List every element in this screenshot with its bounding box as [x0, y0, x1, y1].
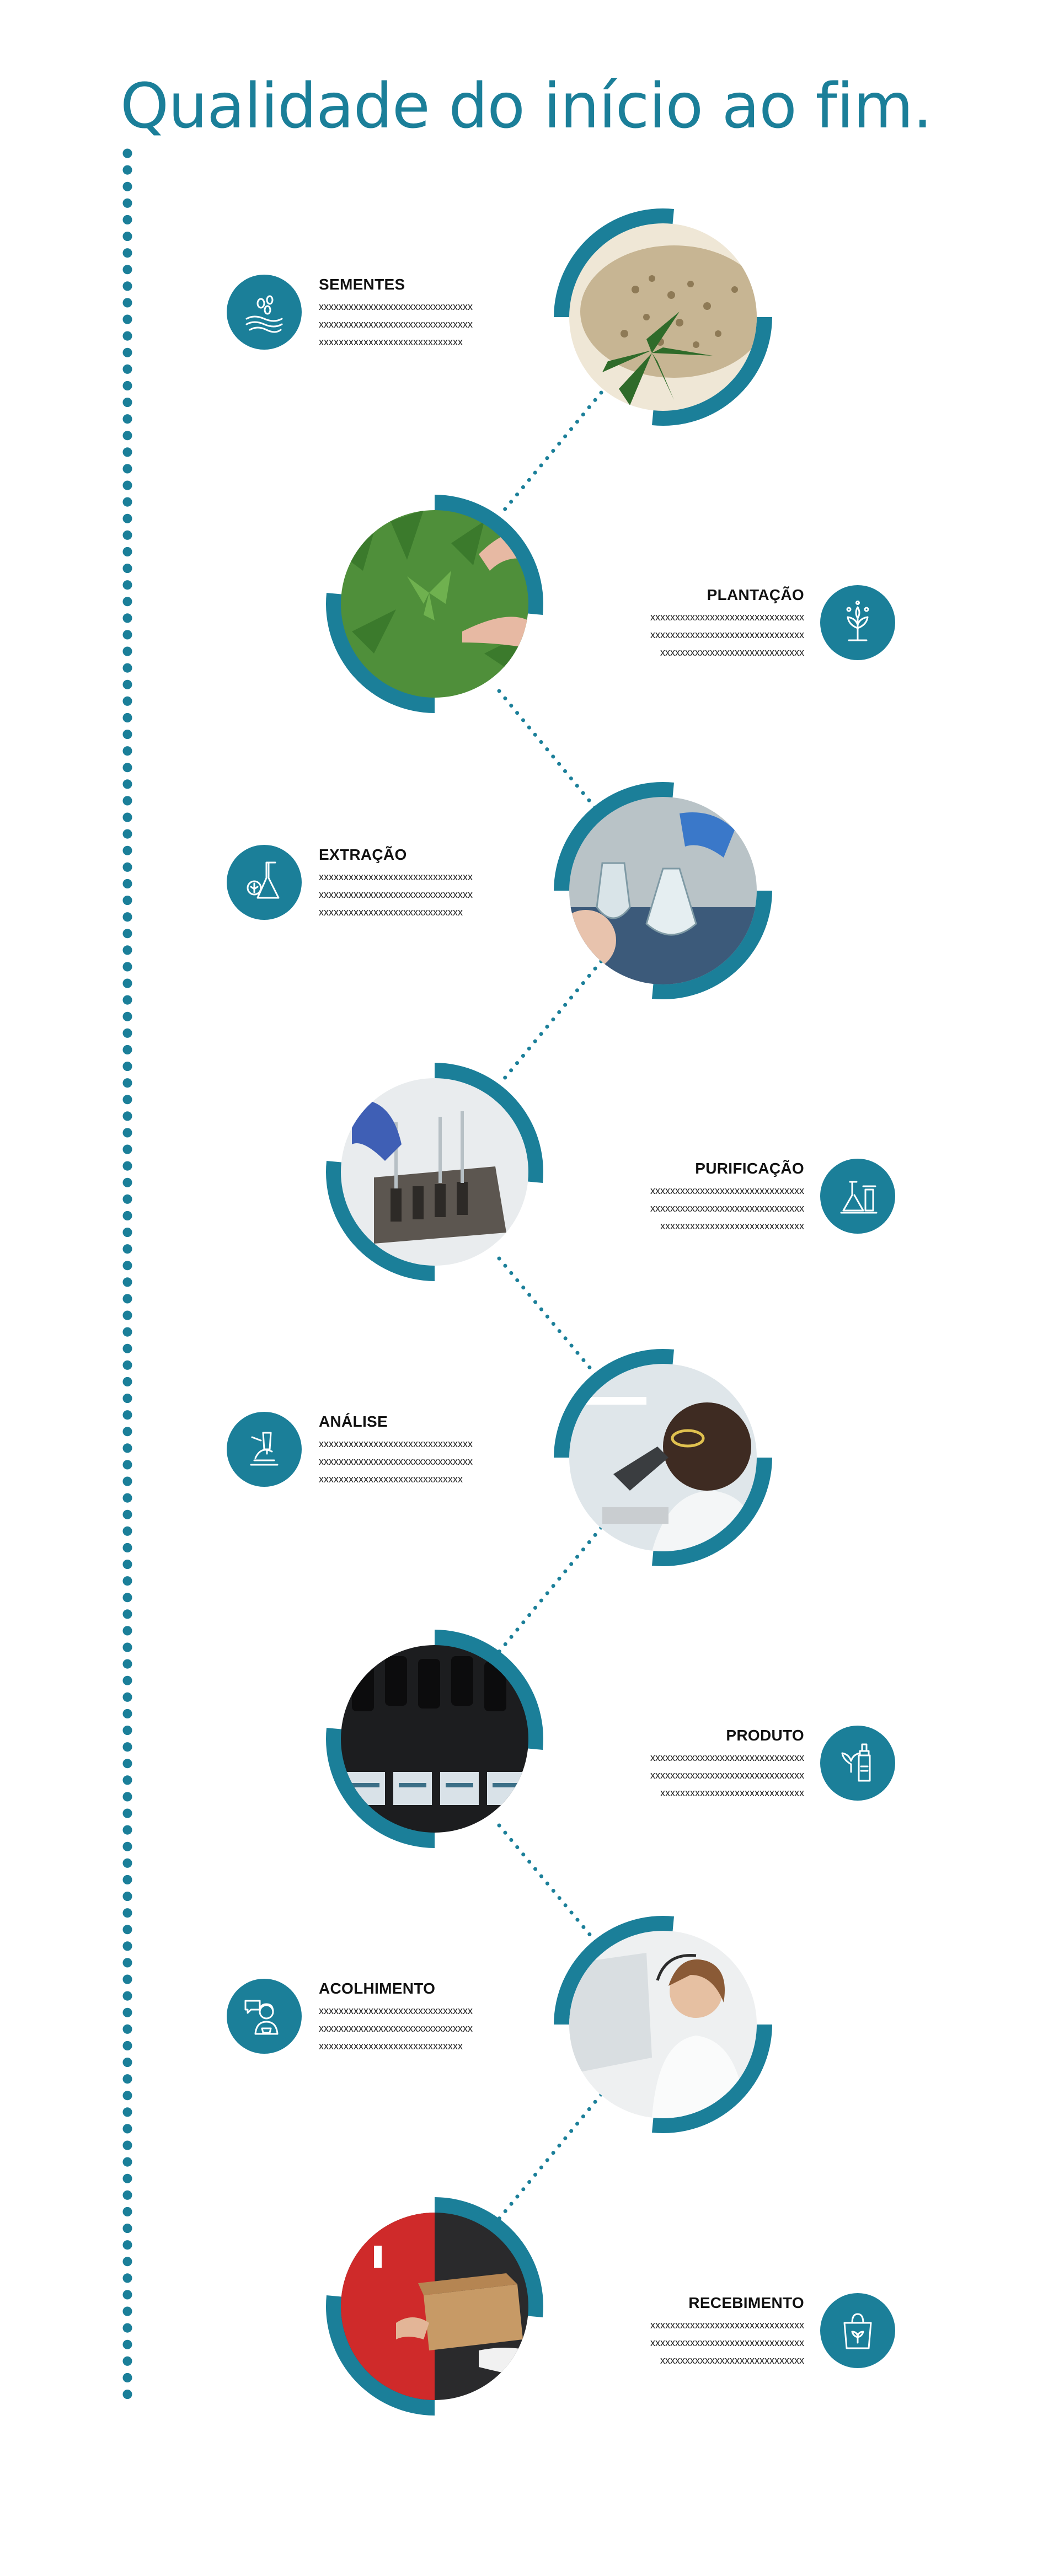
- timeline-dotted-line: [122, 148, 132, 2414]
- product-bottles-photo: [341, 1645, 528, 1833]
- dropper-bottle-icon: [820, 1726, 895, 1801]
- step-description-line: xxxxxxxxxxxxxxxxxxxxxxxxxxxxxxx: [650, 1185, 804, 1196]
- step-description-line: xxxxxxxxxxxxxxxxxxxxxxxxxxxxxxx: [650, 629, 804, 640]
- step-title: EXTRAÇÃO: [319, 846, 407, 863]
- step-description-line: xxxxxxxxxxxxxxxxxxxxxxxxxxxxxxx: [319, 871, 473, 882]
- step-description-line: xxxxxxxxxxxxxxxxxxxxxxxxxxxxxxx: [650, 612, 804, 623]
- step-description-line: xxxxxxxxxxxxxxxxxxxxxxxxxxxxxxx: [650, 1203, 804, 1214]
- step-purificacao-photo-frame: [319, 1056, 550, 1288]
- arc-ring: [326, 495, 543, 713]
- step-description-line: xxxxxxxxxxxxxxxxxxxxxxxxxxxxxxx: [650, 1752, 804, 1763]
- step-description-line: xxxxxxxxxxxxxxxxxxxxxxxxxxxxx: [319, 907, 463, 918]
- extraction-photo: [569, 797, 757, 984]
- step-sementes-photo-frame: [547, 201, 779, 433]
- arc-ring: [554, 781, 772, 1000]
- step-description-line: xxxxxxxxxxxxxxxxxxxxxxxxxxxxx: [319, 336, 463, 347]
- step-sementes-text: SEMENTES xxxxxxxxxxxxxxxxxxxxxxxxxxxxxxx…: [319, 276, 517, 351]
- step-plantacao-photo-frame: [319, 488, 550, 720]
- step-description-line: xxxxxxxxxxxxxxxxxxxxxxxxxxxxx: [660, 1787, 804, 1798]
- sprout-icon: [820, 585, 895, 660]
- arc-ring: [554, 1915, 772, 2134]
- step-title: ANÁLISE: [319, 1413, 388, 1430]
- step-description-line: xxxxxxxxxxxxxxxxxxxxxxxxxxxxxxx: [319, 1438, 473, 1449]
- step-description-line: xxxxxxxxxxxxxxxxxxxxxxxxxxxxxxx: [319, 2005, 473, 2016]
- step-description-line: xxxxxxxxxxxxxxxxxxxxxxxxxxxxxxx: [319, 301, 473, 312]
- step-recebimento-photo-frame: [319, 2191, 550, 2422]
- lab-flasks-icon: [820, 1159, 895, 1234]
- step-analise-text: ANÁLISE xxxxxxxxxxxxxxxxxxxxxxxxxxxxxxx …: [319, 1413, 517, 1488]
- arc-ring: [326, 1063, 543, 1281]
- purification-photo: [341, 1078, 528, 1266]
- step-title: PRODUTO: [726, 1727, 804, 1744]
- step-description-line: xxxxxxxxxxxxxxxxxxxxxxxxxxxxx: [660, 647, 804, 658]
- support-agent-photo: [569, 1931, 757, 2118]
- step-description-line: xxxxxxxxxxxxxxxxxxxxxxxxxxxxxxx: [319, 319, 473, 330]
- step-analise-photo-frame: [547, 1342, 779, 1573]
- analysis-photo: [569, 1364, 757, 1551]
- step-acolhimento-text: ACOLHIMENTO xxxxxxxxxxxxxxxxxxxxxxxxxxxx…: [319, 1980, 517, 2055]
- plantation-photo: [341, 510, 528, 698]
- seeds-icon: [227, 275, 302, 350]
- step-title: ACOLHIMENTO: [319, 1980, 436, 1997]
- step-recebimento-text: RECEBIMENTO xxxxxxxxxxxxxxxxxxxxxxxxxxxx…: [606, 2294, 804, 2369]
- step-plantacao-text: PLANTAÇÃO xxxxxxxxxxxxxxxxxxxxxxxxxxxxxx…: [606, 586, 804, 661]
- extraction-flask-icon: [227, 845, 302, 920]
- arc-ring: [326, 1630, 543, 1848]
- seeds-photo: [569, 223, 757, 411]
- shopping-bag-icon: [820, 2293, 895, 2368]
- step-description-line: xxxxxxxxxxxxxxxxxxxxxxxxxxxxxxx: [650, 1770, 804, 1781]
- step-title: PURIFICAÇÃO: [695, 1160, 804, 1177]
- step-title: SEMENTES: [319, 276, 405, 293]
- microscope-icon: [227, 1412, 302, 1487]
- step-description-line: xxxxxxxxxxxxxxxxxxxxxxxxxxxxx: [660, 1220, 804, 1231]
- step-acolhimento-photo-frame: [547, 1909, 779, 2140]
- step-produto-photo-frame: [319, 1623, 550, 1855]
- step-description-line: xxxxxxxxxxxxxxxxxxxxxxxxxxxxxxx: [319, 1456, 473, 1467]
- step-description-line: xxxxxxxxxxxxxxxxxxxxxxxxxxxxx: [319, 1474, 463, 1485]
- support-agent-icon: [227, 1979, 302, 2054]
- page-title: Qualidade do início ao fim.: [120, 71, 933, 142]
- arc-ring: [554, 208, 772, 426]
- step-produto-text: PRODUTO xxxxxxxxxxxxxxxxxxxxxxxxxxxxxxx …: [606, 1727, 804, 1802]
- step-description-line: xxxxxxxxxxxxxxxxxxxxxxxxxxxxx: [660, 2355, 804, 2366]
- step-description-line: xxxxxxxxxxxxxxxxxxxxxxxxxxxxxxx: [319, 2023, 473, 2034]
- step-purificacao-text: PURIFICAÇÃO xxxxxxxxxxxxxxxxxxxxxxxxxxxx…: [606, 1160, 804, 1235]
- step-title: PLANTAÇÃO: [707, 586, 804, 603]
- delivery-photo: [341, 2213, 528, 2400]
- step-title: RECEBIMENTO: [688, 2294, 804, 2311]
- step-description-line: xxxxxxxxxxxxxxxxxxxxxxxxxxxxx: [319, 2041, 463, 2052]
- step-extracao-text: EXTRAÇÃO xxxxxxxxxxxxxxxxxxxxxxxxxxxxxxx…: [319, 846, 517, 921]
- step-description-line: xxxxxxxxxxxxxxxxxxxxxxxxxxxxxxx: [319, 889, 473, 900]
- step-description-line: xxxxxxxxxxxxxxxxxxxxxxxxxxxxxxx: [650, 2337, 804, 2348]
- arc-ring: [554, 1348, 772, 1567]
- step-extracao-photo-frame: [547, 775, 779, 1006]
- arc-ring: [326, 2197, 543, 2416]
- step-description-line: xxxxxxxxxxxxxxxxxxxxxxxxxxxxxxx: [650, 2320, 804, 2331]
